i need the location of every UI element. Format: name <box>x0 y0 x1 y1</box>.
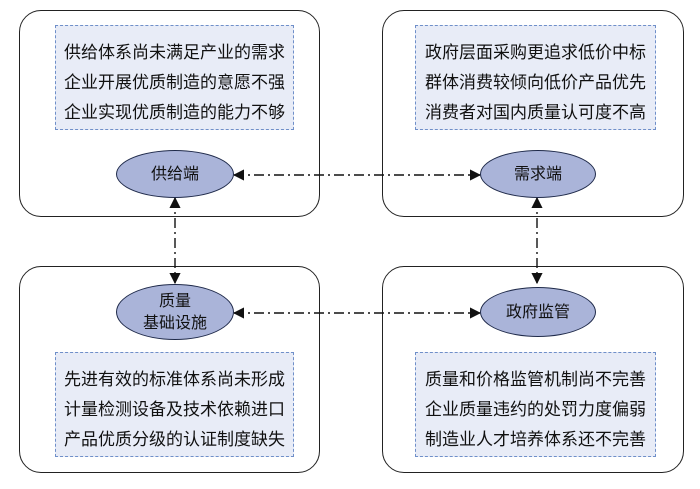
demand-node: 需求端 <box>480 150 596 198</box>
infrastructure-node: 质量 基础设施 <box>116 284 234 340</box>
demand-node-label: 需求端 <box>513 164 562 183</box>
regulation-note-3: 制造业人才培养体系还不完善 <box>425 430 646 450</box>
regulation-node: 政府监管 <box>480 287 596 337</box>
regulation-notes: 质量和价格监管机制尚不完善 企业质量违约的处罚力度偏弱 制造业人才培养体系还不完… <box>415 352 656 457</box>
demand-note-3: 消费者对国内质量认可度不高 <box>425 103 646 123</box>
infrastructure-node-label-line2: 基础设施 <box>142 313 207 332</box>
infrastructure-note-1: 先进有效的标准体系尚未形成 <box>64 370 285 390</box>
demand-note-1: 政府层面采购更追求低价中标 <box>425 43 646 63</box>
demand-note-2: 群体消费较倾向低价产品优先 <box>425 73 646 93</box>
supply-note-2: 企业开展优质制造的意愿不强 <box>64 73 285 93</box>
infrastructure-notes: 先进有效的标准体系尚未形成 计量检测设备及技术依赖进口 产品优质分级的认证制度缺… <box>55 352 294 457</box>
regulation-note-2: 企业质量违约的处罚力度偏弱 <box>425 400 646 420</box>
supply-note-1: 供给体系尚未满足产业的需求 <box>64 43 285 63</box>
infrastructure-node-label-line1: 质量 <box>158 291 191 310</box>
demand-notes: 政府层面采购更追求低价中标 群体消费较倾向低价产品优先 消费者对国内质量认可度不… <box>415 25 656 130</box>
supply-notes: 供给体系尚未满足产业的需求 企业开展优质制造的意愿不强 企业实现优质制造的能力不… <box>55 25 294 130</box>
regulation-node-label: 政府监管 <box>505 302 570 321</box>
regulation-note-1: 质量和价格监管机制尚不完善 <box>425 370 646 390</box>
infrastructure-note-2: 计量检测设备及技术依赖进口 <box>64 400 285 420</box>
supply-node: 供给端 <box>116 150 234 198</box>
infrastructure-note-3: 产品优质分级的认证制度缺失 <box>64 430 285 450</box>
supply-node-label: 供给端 <box>150 164 199 183</box>
supply-note-3: 企业实现优质制造的能力不够 <box>64 103 285 123</box>
